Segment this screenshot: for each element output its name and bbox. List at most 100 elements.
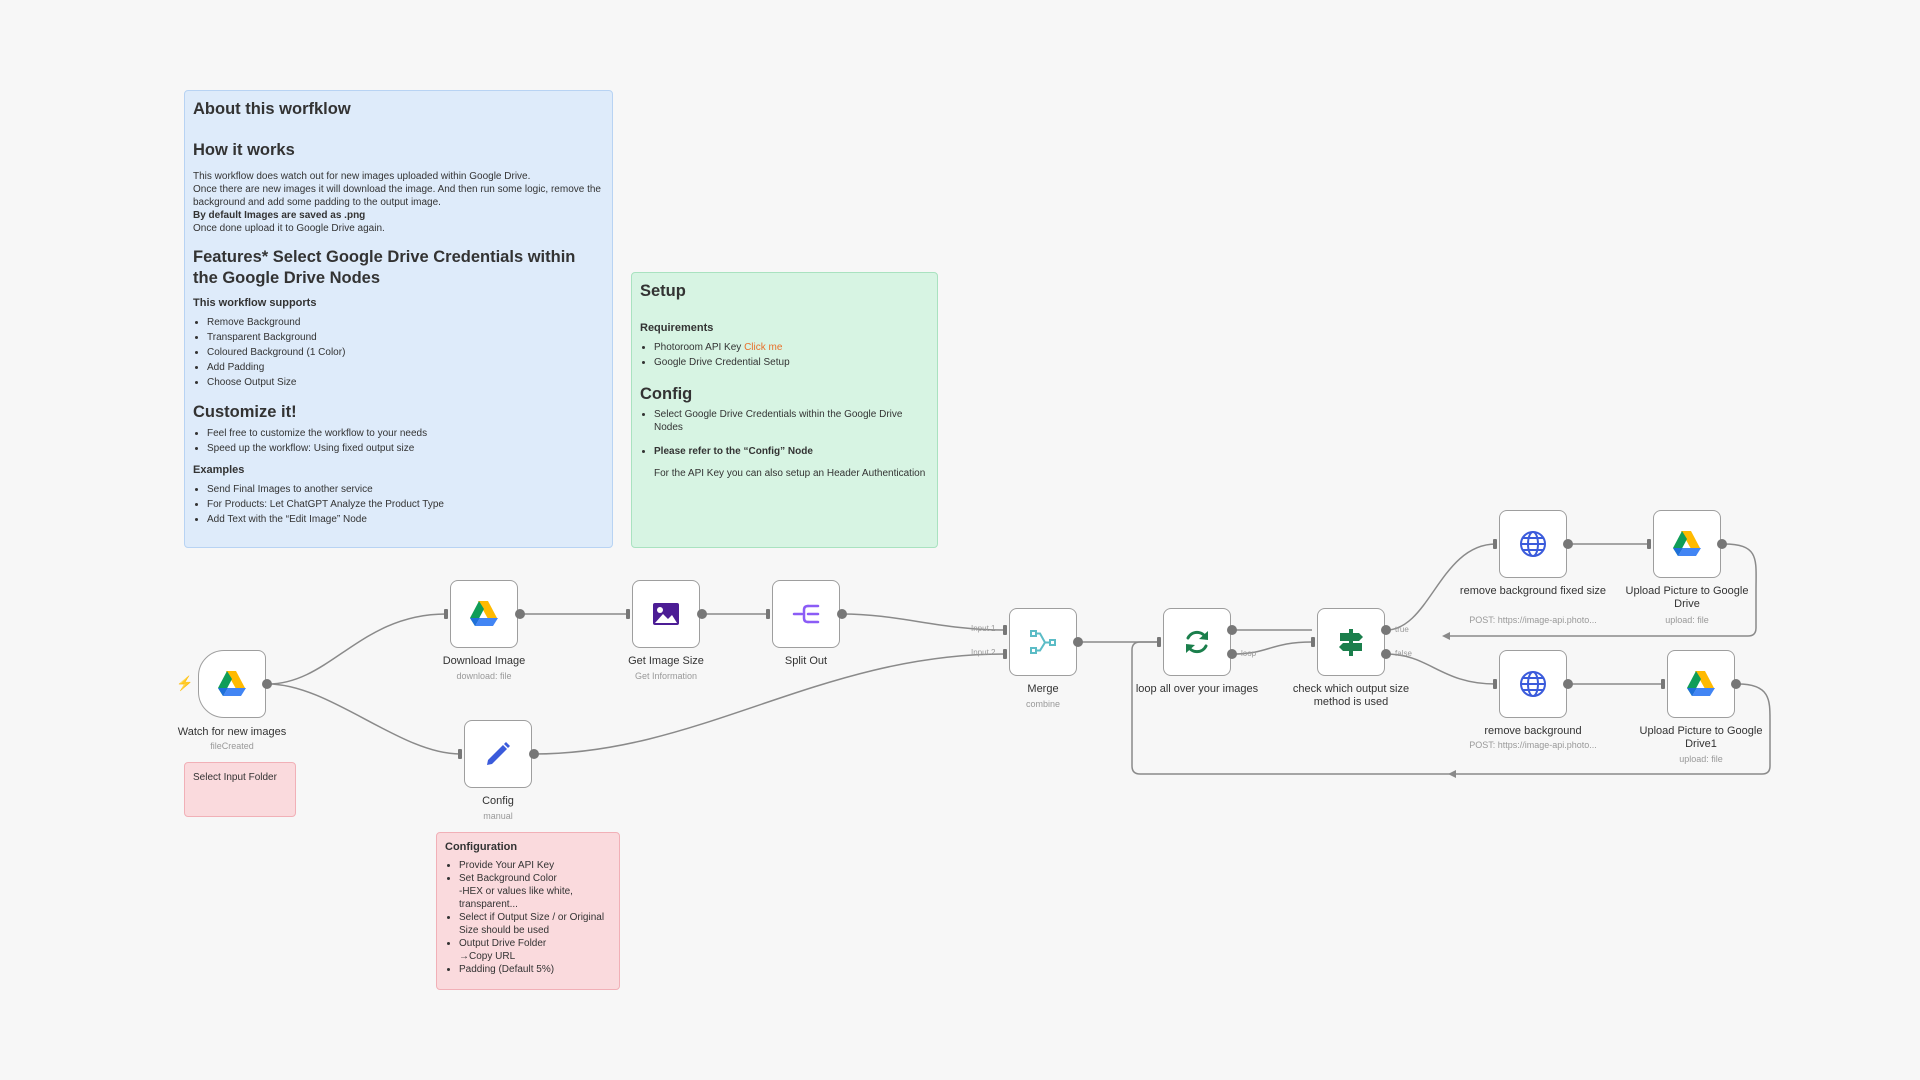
supports-item: Transparent Background <box>207 330 604 345</box>
node-split-out[interactable] <box>772 580 840 648</box>
node-subtitle: download: file <box>456 671 512 681</box>
how-line-2: Once there are new images it will downlo… <box>193 184 601 209</box>
input-port[interactable] <box>458 749 462 759</box>
node-label: Watch for new images <box>177 726 287 738</box>
input-port[interactable] <box>1493 679 1497 689</box>
supports-item: Choose Output Size <box>207 375 604 390</box>
config-heading: Config <box>640 384 693 403</box>
node-label: Upload Picture to Google Drive <box>1625 585 1749 610</box>
node-label: check which output size method is used <box>1292 683 1410 708</box>
output-port[interactable] <box>837 609 847 619</box>
node-get-image-size[interactable] <box>632 580 700 648</box>
node-remove-background-fixed-size[interactable] <box>1499 510 1567 578</box>
output-port-false[interactable] <box>1381 649 1391 659</box>
output-port[interactable] <box>1073 637 1083 647</box>
node-subtitle: fileCreated <box>210 741 254 751</box>
node-loop-images[interactable] <box>1163 608 1231 676</box>
output-port-loop[interactable] <box>1227 649 1237 659</box>
node-label: loop all over your images <box>1135 683 1259 695</box>
node-label: remove background <box>1484 725 1582 737</box>
globe-icon <box>1520 671 1546 697</box>
loop-output-label: loop <box>1241 649 1257 658</box>
split-out-icon <box>792 604 820 624</box>
false-output-label: false <box>1395 649 1412 658</box>
input-port[interactable] <box>1157 637 1161 647</box>
configuration-sticky-note[interactable]: Configuration Provide Your API Key Set B… <box>436 832 620 990</box>
input-port-2[interactable] <box>1003 649 1007 659</box>
true-output-label: true <box>1395 625 1409 634</box>
output-port[interactable] <box>1717 539 1727 549</box>
examples-list: Send Final Images to another service For… <box>193 482 604 527</box>
google-drive-icon <box>1687 671 1715 696</box>
node-remove-background[interactable] <box>1499 650 1567 718</box>
node-merge[interactable] <box>1009 608 1077 676</box>
configuration-item: Provide Your API Key <box>459 859 611 872</box>
node-config[interactable] <box>464 720 532 788</box>
config-item: Please refer to the “Config” Node <box>654 444 929 459</box>
input-port[interactable] <box>444 609 448 619</box>
signpost-icon <box>1339 629 1363 656</box>
output-port-done[interactable] <box>1227 625 1237 635</box>
arrow-upload1-back <box>1442 632 1450 640</box>
node-label: Upload Picture to Google Drive1 <box>1639 725 1763 750</box>
node-label: Merge <box>1027 683 1059 695</box>
image-icon <box>653 603 679 625</box>
node-subtitle: combine <box>1025 699 1061 709</box>
input-folder-text: Select Input Folder <box>193 772 277 783</box>
about-title: About this worfklow <box>193 100 351 118</box>
configuration-item: Set Background Color -HEX or values like… <box>459 872 611 911</box>
requirement-api-key: Photoroom API Key <box>654 341 742 353</box>
input-port-1[interactable] <box>1003 625 1007 635</box>
configuration-list: Provide Your API Key Set Background Colo… <box>445 859 611 976</box>
edge-check-rb <box>1385 653 1497 685</box>
merge-input-1-label: Input 1 <box>971 624 996 633</box>
output-port[interactable] <box>515 609 525 619</box>
requirements-list: Photoroom API Key Click me Google Drive … <box>640 340 929 370</box>
node-subtitle: upload: file <box>1665 615 1709 625</box>
output-port[interactable] <box>1731 679 1741 689</box>
output-port[interactable] <box>1563 679 1573 689</box>
node-label: Split Out <box>784 655 828 667</box>
configuration-item-detail: →Copy URL <box>459 951 516 962</box>
input-port[interactable] <box>626 609 630 619</box>
customize-heading: Customize it! <box>193 402 297 421</box>
node-label: Get Image Size <box>628 655 704 667</box>
node-check-output-size[interactable] <box>1317 608 1385 676</box>
input-port[interactable] <box>1661 679 1665 689</box>
input-port[interactable] <box>1311 637 1315 647</box>
input-port[interactable] <box>1647 539 1651 549</box>
output-port-true[interactable] <box>1381 625 1391 635</box>
input-folder-sticky-note[interactable]: Select Input Folder <box>184 762 296 817</box>
node-label: Config <box>482 795 514 807</box>
node-download-image[interactable] <box>450 580 518 648</box>
setup-sticky-note[interactable]: Setup Requirements Photoroom API Key Cli… <box>631 272 938 548</box>
how-line-3: By default Images are saved as .png <box>193 210 366 222</box>
configuration-item-detail: -HEX or values like white, transparent..… <box>459 886 573 910</box>
requirement-item: Photoroom API Key Click me <box>654 340 929 355</box>
how-line-1: This workflow does watch out for new ima… <box>193 171 531 183</box>
input-port[interactable] <box>1493 539 1497 549</box>
edge-config-merge <box>533 653 1005 755</box>
configuration-item-main: Set Background Color <box>459 873 557 884</box>
output-port[interactable] <box>697 609 707 619</box>
setup-title: Setup <box>640 282 686 300</box>
about-sticky-note[interactable]: About this worfklow How it works This wo… <box>184 90 613 548</box>
output-port[interactable] <box>262 679 272 689</box>
output-port[interactable] <box>1563 539 1573 549</box>
node-label: Download Image <box>442 655 526 667</box>
node-subtitle: Get Information <box>634 671 698 681</box>
input-port[interactable] <box>766 609 770 619</box>
supports-list: Remove Background Transparent Background… <box>193 315 604 390</box>
configuration-item: Output Drive Folder →Copy URL <box>459 937 611 963</box>
customize-item: Speed up the workflow: Using fixed outpu… <box>207 441 604 456</box>
google-drive-icon <box>1673 531 1701 556</box>
examples-item: Send Final Images to another service <box>207 482 604 497</box>
node-watch-new-images[interactable] <box>198 650 266 718</box>
how-line-4: Once done upload it to Google Drive agai… <box>193 223 385 235</box>
node-upload-google-drive-1[interactable] <box>1667 650 1735 718</box>
output-port[interactable] <box>529 749 539 759</box>
click-me-link[interactable]: Click me <box>744 341 783 353</box>
node-upload-google-drive[interactable] <box>1653 510 1721 578</box>
configuration-item: Select if Output Size / or Original Size… <box>459 911 611 937</box>
